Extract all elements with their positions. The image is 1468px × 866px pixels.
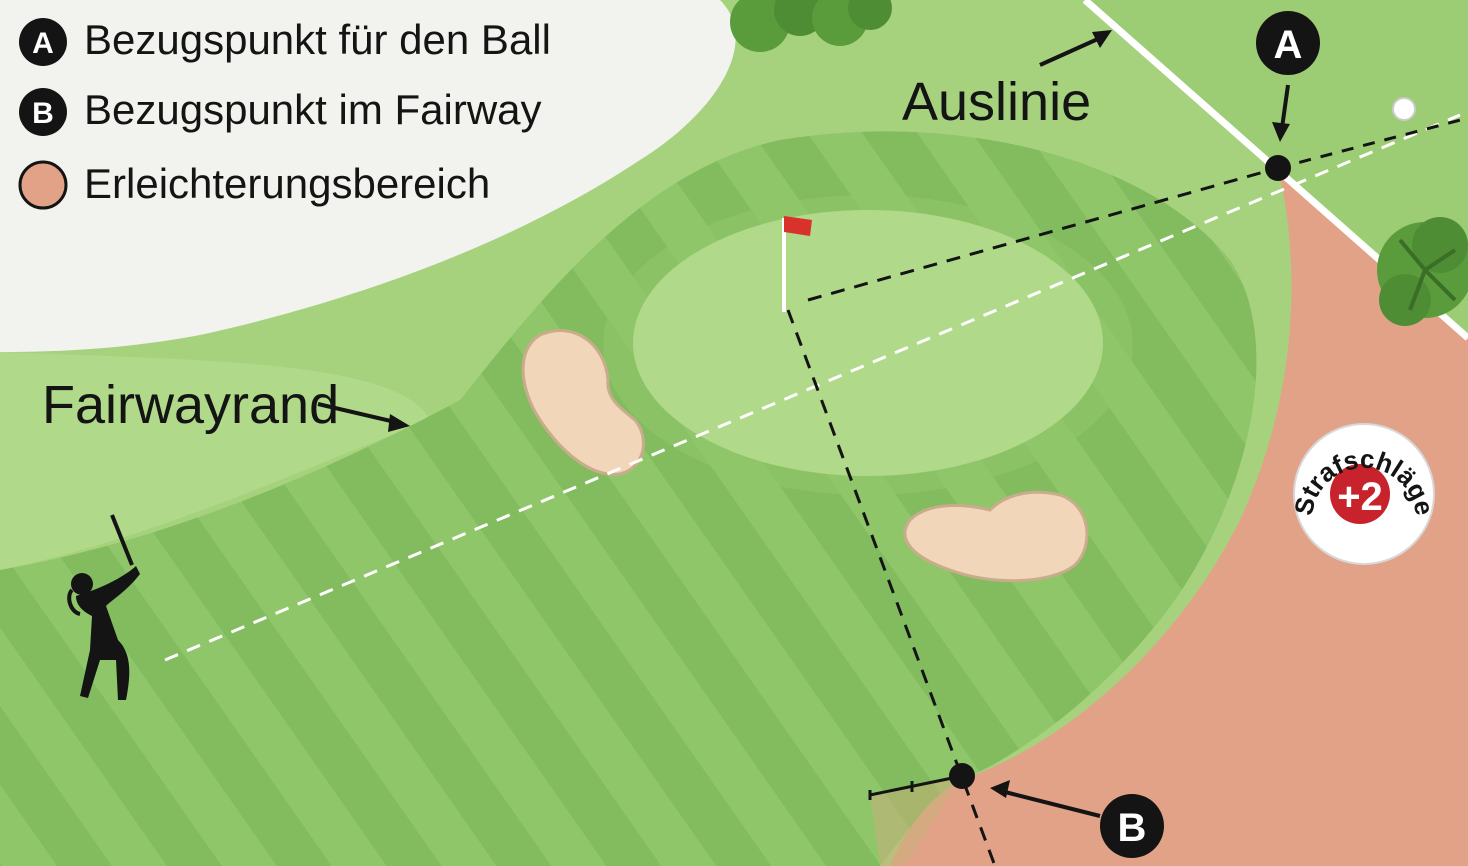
legend-marker-b [19,88,67,136]
legend: A Bezugspunkt für den Ball B Bezugspunkt… [18,16,551,210]
penalty-badge-value: +2 [1337,475,1383,519]
reference-line-b [786,309,997,866]
legend-item-relief-area: Erleichterungsbereich [84,160,490,207]
relief-area [890,168,1468,866]
marker-b: B [1100,794,1164,858]
reference-point-a-dot [1265,155,1291,181]
white-area [0,0,736,352]
club-length-ticks [868,781,914,800]
reference-point-b-dot [949,763,975,789]
label-out-of-bounds: Auslinie [902,72,1091,132]
golfer-silhouette [67,514,140,700]
bunker-right [903,490,1089,583]
legend-marker-a-label: A [32,27,54,60]
marker-a-label: A [1274,23,1303,67]
legend-marker-a [19,18,67,66]
reference-line-a [807,166,1279,302]
relief-wedge [870,776,962,866]
marker-a: A [1256,11,1320,75]
golf-ball [1392,97,1416,121]
tree-top [730,0,892,52]
ball-flight-line [164,113,1461,662]
legend-item-reference-fairway: Bezugspunkt im Fairway [84,86,542,133]
penalty-badge: +2 Strafschläge [1288,423,1440,565]
label-fairway-edge: Fairwayrand [42,375,339,435]
tree-right [1377,217,1468,326]
marker-b-label: B [1118,806,1147,850]
putting-green [633,210,1103,476]
flag [782,216,812,312]
legend-marker-b-label: B [32,97,54,130]
club-length-line [869,774,963,797]
legend-swatch-relief [18,160,68,210]
legend-item-reference-ball: Bezugspunkt für den Ball [84,16,551,63]
arrows [317,30,1290,818]
ball-line-black [1277,116,1468,170]
